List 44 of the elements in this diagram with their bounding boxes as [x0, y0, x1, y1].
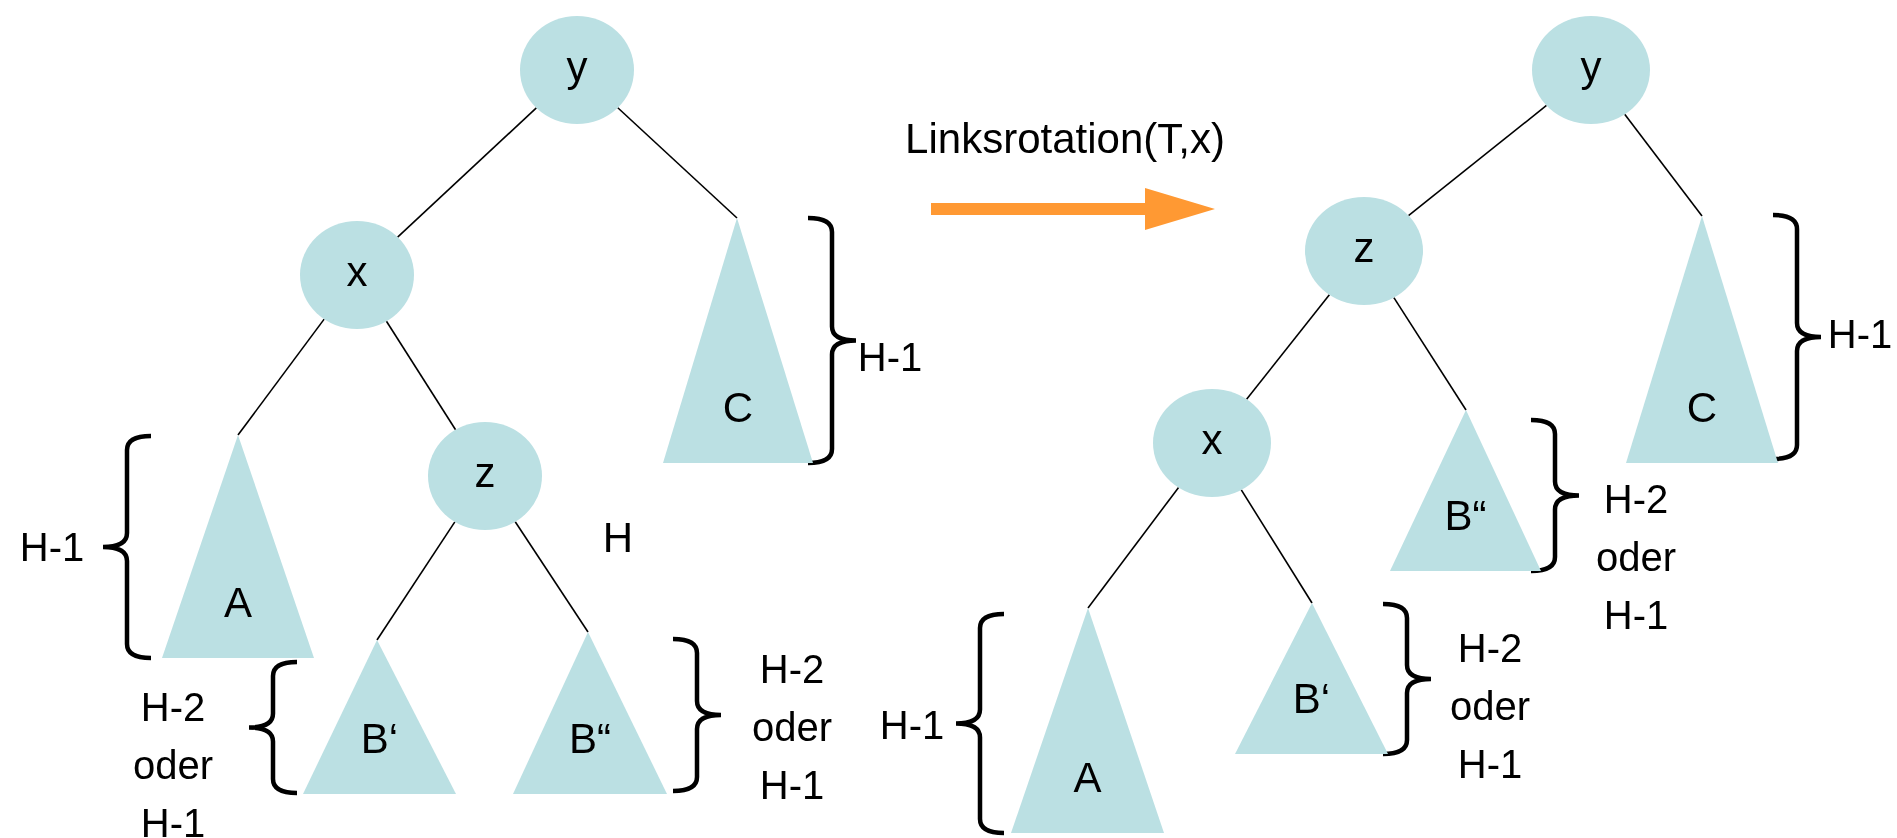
subtree-label: C [1685, 387, 1719, 429]
height-label: H-1 [878, 702, 946, 749]
tree-edge [396, 107, 538, 238]
tree-edge [385, 320, 457, 431]
height-label: H-2 oder H-1 [1448, 625, 1532, 788]
subtree-triangle [1626, 216, 1778, 463]
subtree-triangle [1390, 410, 1541, 571]
tree-edge [1393, 296, 1467, 411]
tree-edge [1407, 104, 1548, 217]
subtree-label: C [721, 387, 755, 429]
node-label: z [473, 452, 497, 494]
height-label: H-2 oder H-1 [1594, 476, 1678, 639]
tree-edge [376, 521, 456, 641]
operation-label: Linksrotation(T,x) [905, 118, 1225, 160]
subtree-triangle [303, 640, 456, 794]
height-label: H-1 [1826, 311, 1894, 358]
tree-edge [1240, 489, 1313, 604]
subtree-label: A [223, 582, 253, 624]
node-label: z [1352, 227, 1376, 269]
tree-edge [237, 318, 325, 436]
node-label: y [1579, 46, 1603, 88]
node-label: x [1200, 419, 1224, 461]
subtree-triangle [1011, 608, 1164, 833]
subtree-label: A [1072, 757, 1103, 799]
tree-edge [617, 106, 738, 219]
tree-edge [514, 521, 589, 633]
height-label: H [601, 513, 635, 563]
subtree-triangle [162, 435, 314, 658]
subtree-label: B“ [568, 718, 612, 760]
subtree-label: B“ [1443, 495, 1488, 537]
height-label: H-1 [856, 334, 924, 381]
height-label: H-1 [18, 524, 86, 571]
node-label: y [565, 46, 589, 88]
subtree-triangle [513, 632, 667, 794]
node-label: x [345, 251, 369, 293]
subtree-label: B‘ [1291, 678, 1332, 720]
subtree-triangle [1235, 603, 1388, 754]
subtree-label: B‘ [359, 718, 400, 760]
tree-edge [1087, 486, 1180, 609]
subtree-triangle [663, 218, 813, 463]
height-label: H-2 oder H-1 [131, 684, 215, 838]
height-label: H-2 oder H-1 [750, 646, 834, 809]
tree-edge [1623, 113, 1703, 217]
tree-edge [1245, 293, 1331, 401]
